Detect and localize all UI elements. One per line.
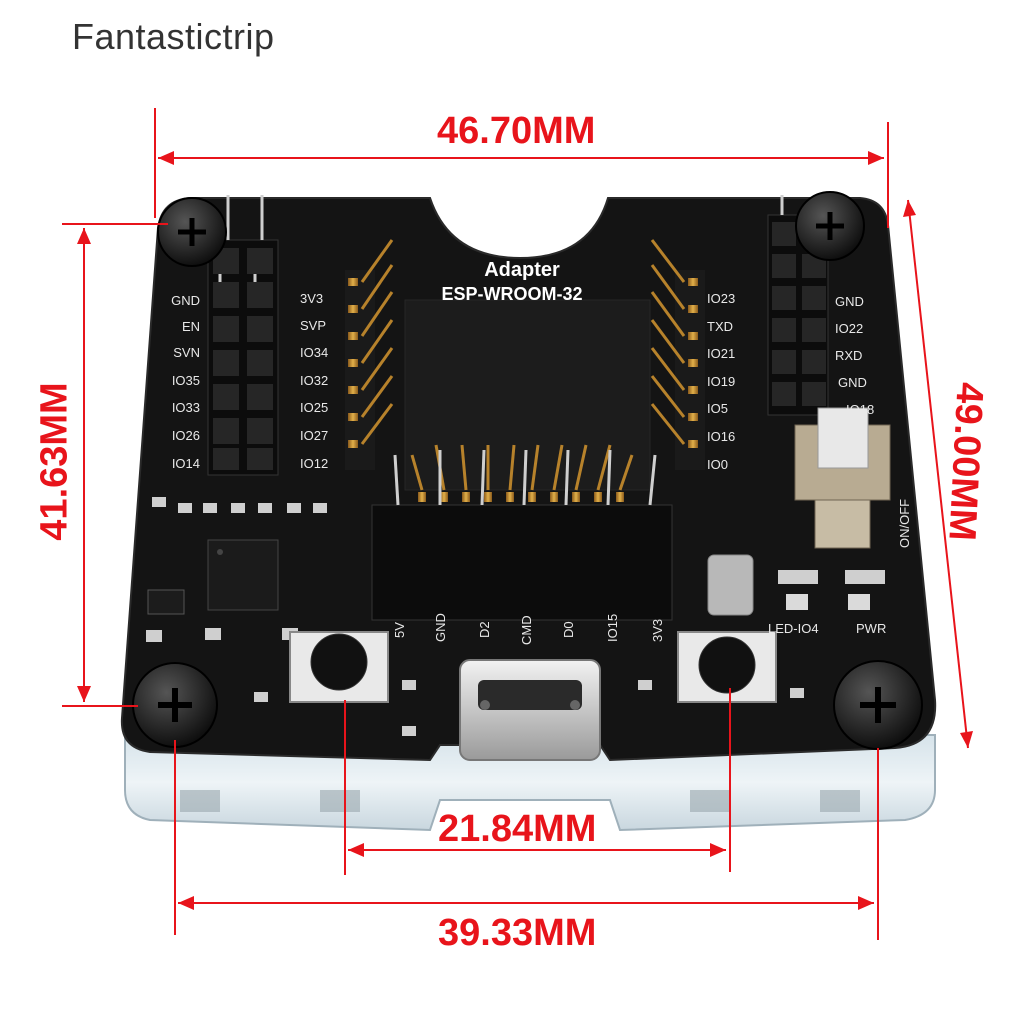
pin-label: IO14 — [172, 456, 200, 471]
pin-label: IO27 — [300, 428, 328, 443]
pin-label: GND — [171, 293, 200, 308]
pin-label: TXD — [707, 319, 733, 334]
board-title: Adapter — [484, 259, 560, 281]
dimension-usb-span: 21.84MM — [438, 808, 597, 850]
dimension-arrowheads — [77, 151, 973, 910]
pin-label: RXD — [835, 348, 862, 363]
right-pin-strip — [650, 239, 705, 470]
smd-components — [146, 497, 885, 736]
small-regulator — [147, 589, 185, 615]
pin-label: 3V3 — [300, 291, 323, 306]
left-pin-strip — [345, 239, 394, 470]
header-pin-label: 3V3 — [650, 619, 665, 642]
pin-label: IO18 — [846, 402, 874, 417]
ic-chip — [207, 539, 279, 611]
pin-label: IO33 — [172, 400, 200, 415]
module-socket — [404, 299, 651, 491]
pin-label: IO21 — [707, 346, 735, 361]
dimension-top-width: 46.70MM — [437, 110, 596, 152]
pin-label: IO22 — [835, 321, 863, 336]
pin-label: IO19 — [707, 374, 735, 389]
screw-bottom-right — [833, 660, 923, 750]
right-outer-pin-labels: GND IO22 RXD GND IO18 — [835, 294, 874, 417]
dimension-left-height: 41.63MM — [33, 382, 76, 541]
pin-label: GND — [838, 375, 867, 390]
pin-label: SVP — [300, 318, 326, 333]
header-pin-label: D0 — [561, 621, 576, 638]
power-switch — [794, 407, 891, 549]
pin-label: IO25 — [300, 400, 328, 415]
crystal — [707, 554, 754, 616]
board-subtitle: ESP-WROOM-32 — [441, 284, 582, 304]
pin-label: IO12 — [300, 456, 328, 471]
header-pin-label: CMD — [519, 615, 534, 645]
bottom-male-header — [371, 449, 673, 621]
acrylic-base — [124, 734, 936, 832]
pin-label: EN — [182, 319, 200, 334]
dimension-bottom-width: 39.33MM — [438, 912, 597, 954]
header-pin-label: D2 — [477, 621, 492, 638]
header-pin-label: GND — [433, 613, 448, 642]
left-inner-pin-labels: 3V3 SVP IO34 IO32 IO25 IO27 IO12 — [300, 291, 328, 471]
bottom-pin-strip — [410, 444, 634, 502]
pin-label: SVN — [173, 345, 200, 360]
pin-label: IO35 — [172, 373, 200, 388]
dimension-lines — [62, 108, 969, 940]
pin-label: IO0 — [707, 457, 728, 472]
screw-top-left — [157, 197, 227, 267]
right-inner-pin-labels: IO23 TXD IO21 IO19 IO5 IO16 IO0 — [707, 291, 735, 472]
left-push-button — [289, 631, 389, 703]
brand-watermark: Fantastictrip — [72, 16, 275, 57]
pin-label: IO23 — [707, 291, 735, 306]
pin-label: IO16 — [707, 429, 735, 444]
right-push-button — [677, 631, 777, 703]
pin-label: IO34 — [300, 345, 328, 360]
switch-label: ON/OFF — [897, 499, 912, 548]
screw-top-right — [795, 191, 865, 261]
pin-label: GND — [835, 294, 864, 309]
pin-label: IO5 — [707, 401, 728, 416]
bottom-header-labels: 5V GND D2 CMD D0 IO15 3V3 — [392, 613, 665, 645]
led-io4-label: LED-IO4 — [768, 621, 819, 636]
left-outer-pin-labels: GND EN SVN IO35 IO33 IO26 IO14 — [171, 293, 200, 471]
header-pin-label: IO15 — [605, 614, 620, 642]
screw-bottom-left — [132, 662, 218, 748]
header-pin-label: 5V — [392, 622, 407, 638]
usb-connector — [459, 659, 601, 761]
pin-label: IO26 — [172, 428, 200, 443]
pwr-led-label: PWR — [856, 621, 886, 636]
left-male-header — [207, 195, 279, 476]
pin-label: IO32 — [300, 373, 328, 388]
